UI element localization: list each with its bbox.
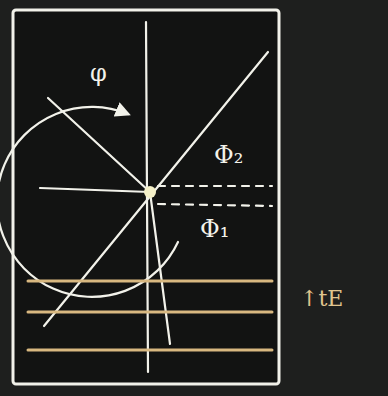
rotation-arc [0, 107, 178, 297]
flux-label: Φ₂ [212, 142, 245, 168]
horizontal-band-line [28, 311, 272, 314]
frame [13, 10, 279, 384]
flux-label: Φ₁ [198, 216, 231, 242]
horizontal-line [40, 188, 150, 192]
horizontal-band-line [28, 349, 272, 352]
angle-label: φ [88, 60, 109, 86]
axis-label: ↑tE [298, 287, 345, 311]
center-point [144, 186, 156, 198]
dashed-line [158, 185, 272, 187]
dashed-line [158, 204, 272, 206]
horizontal-band-line [28, 280, 272, 283]
